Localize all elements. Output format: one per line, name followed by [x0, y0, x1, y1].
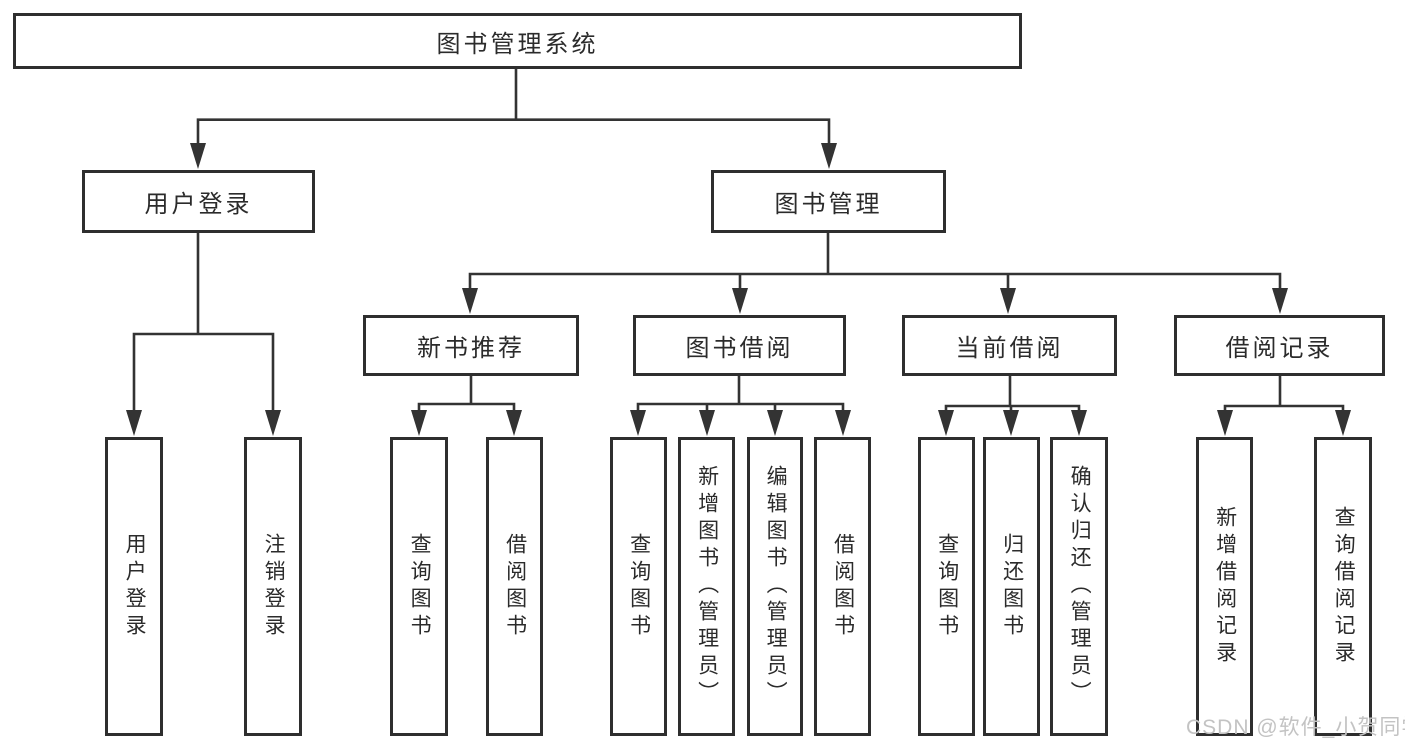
leaf-query-borrow-record: 查询借阅记录 — [1314, 437, 1372, 736]
leaf-logout: 注销登录 — [244, 437, 302, 736]
leaf-add-book-admin: 新增图书（管理员） — [678, 437, 735, 736]
node-label: 注销登录 — [262, 532, 286, 641]
node-label: 借阅图书 — [503, 532, 527, 641]
node-label: 图书管理系统 — [436, 30, 599, 58]
leaf-edit-book-admin: 编辑图书（管理员） — [747, 437, 803, 736]
node-new-book-recommend: 新书推荐 — [363, 315, 579, 376]
leaf-borrow-book-1: 借阅图书 — [486, 437, 543, 736]
node-book-management: 图书管理 — [711, 170, 946, 233]
node-root: 图书管理系统 — [13, 13, 1022, 69]
node-borrow-records: 借阅记录 — [1174, 315, 1385, 376]
csdn-watermark: CSDN @软件_小贺同学 — [1186, 716, 1405, 739]
node-label: 新增图书（管理员） — [695, 465, 719, 708]
arrowheads — [126, 143, 1351, 436]
node-label: 编辑图书（管理员） — [764, 465, 788, 708]
node-label: 借阅图书 — [831, 532, 855, 641]
node-label: 查询借阅记录 — [1332, 505, 1356, 668]
node-book-borrow: 图书借阅 — [633, 315, 846, 376]
node-label: 新书推荐 — [417, 335, 525, 362]
node-label: 用户登录 — [123, 532, 147, 641]
node-label: 用户登录 — [144, 191, 253, 218]
node-label: 新增借阅记录 — [1213, 505, 1237, 668]
leaf-confirm-return-admin: 确认归还（管理员） — [1050, 437, 1108, 736]
node-label: 查询图书 — [627, 532, 651, 641]
node-user-login: 用户登录 — [82, 170, 315, 233]
leaf-add-borrow-record: 新增借阅记录 — [1196, 437, 1253, 736]
node-label: 图书管理 — [774, 191, 883, 218]
node-label: 确认归还（管理员） — [1068, 465, 1092, 708]
node-label: 查询图书 — [935, 532, 959, 641]
node-label: 归还图书 — [1000, 532, 1024, 641]
tree-edges — [132, 69, 1345, 414]
leaf-return-book: 归还图书 — [983, 437, 1040, 736]
node-label: 当前借阅 — [955, 335, 1064, 362]
leaf-query-book-2: 查询图书 — [610, 437, 667, 736]
node-label: 借阅记录 — [1225, 335, 1334, 362]
leaf-query-book-1: 查询图书 — [390, 437, 448, 736]
leaf-user-login: 用户登录 — [105, 437, 163, 736]
leaf-borrow-book-2: 借阅图书 — [814, 437, 871, 736]
node-label: 图书借阅 — [685, 335, 794, 362]
leaf-query-book-3: 查询图书 — [918, 437, 975, 736]
node-current-borrow: 当前借阅 — [902, 315, 1117, 376]
node-label: 查询图书 — [408, 532, 432, 641]
